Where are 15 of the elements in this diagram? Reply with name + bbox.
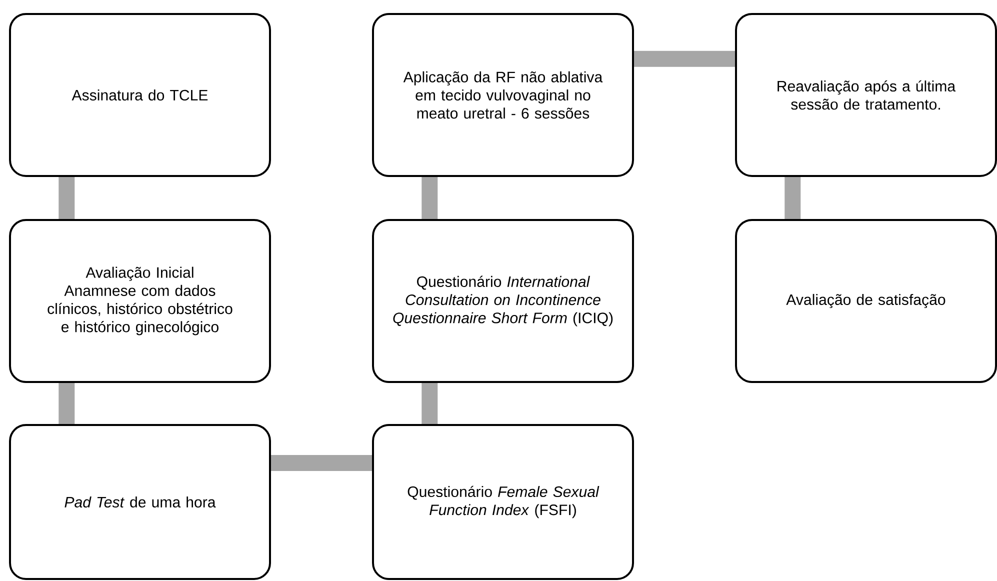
connector-bar (58, 383, 75, 424)
connector-bar (634, 50, 735, 67)
connector-bar (58, 177, 75, 219)
process-box: Questionário International Consultation on Incontinence Questionnaire Short Form (ICIQ) (372, 219, 634, 383)
process-box: Avaliação de satisfação (735, 219, 997, 383)
connector-bar (271, 455, 372, 471)
connector-bar (784, 177, 801, 219)
process-box: Aplicação da RF não ablativa em tecido vulvovaginal no meato uretral - 6 sessões (372, 13, 634, 177)
process-box: Assinatura do TCLE (9, 13, 271, 177)
connector-bar (422, 177, 438, 219)
process-box: Reavaliação após a última sessão de tratamento. (735, 13, 997, 177)
process-box: Pad Test de uma hora (9, 424, 271, 580)
process-box: Avaliação Inicial Anamnese com dados clínicos, histórico obstétrico e histórico ginecológico (9, 219, 271, 383)
process-box: Questionário Female Sexual Function Index (FSFI) (372, 424, 634, 580)
connector-bar (422, 383, 438, 424)
